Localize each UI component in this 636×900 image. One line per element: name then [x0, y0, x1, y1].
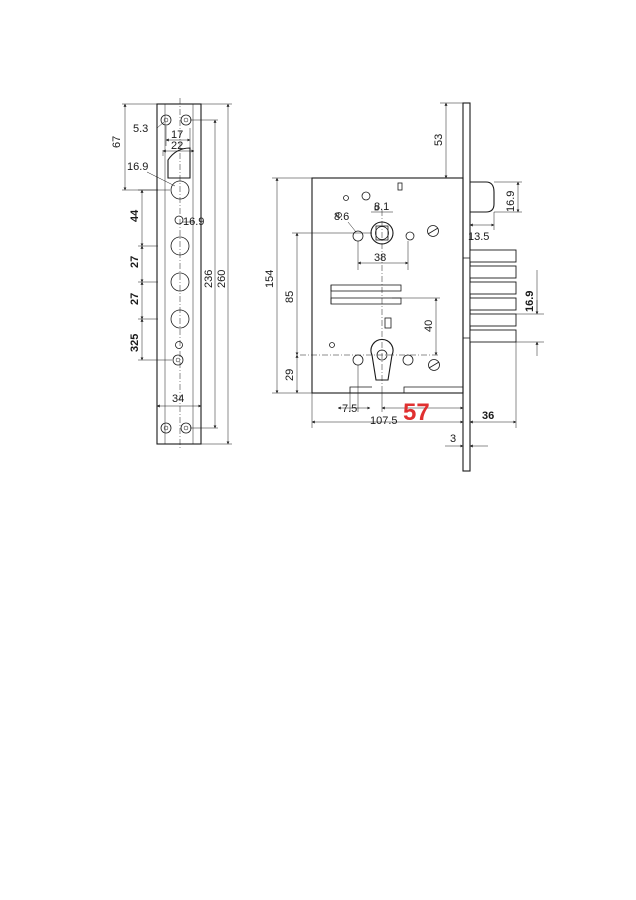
latch-opening	[167, 147, 191, 179]
slotted-screw-top	[427, 225, 439, 237]
bolts	[463, 249, 517, 343]
dim-40: 40	[423, 320, 435, 332]
dim-53: 53	[433, 134, 445, 146]
dim-22: 22	[171, 140, 183, 152]
dim-38: 38	[374, 252, 386, 264]
top-screw-hole-left	[160, 114, 172, 126]
slotted-screw-bottom	[428, 359, 440, 371]
dim-67: 67	[111, 136, 123, 148]
dim-34: 34	[172, 393, 184, 405]
bottom-screw-hole-left	[160, 422, 172, 434]
dim-17: 17	[171, 129, 183, 141]
dim-27-b: 27	[129, 293, 141, 305]
dim-8-6: 8.6	[334, 211, 349, 223]
dim-16-9-side: 16.9	[524, 291, 536, 312]
dim-236: 236	[203, 270, 215, 288]
dim-36: 36	[482, 410, 494, 422]
faceplate-view: 17 22 5.3 67 16.9 16.9 44 27 27 325	[111, 98, 232, 448]
dim-5-3: 5.3	[133, 123, 148, 135]
lock-body-view: 53 16.9 13.5 8.1 8.6 38 154 85 29	[264, 102, 544, 472]
faceplate-outline	[156, 103, 202, 445]
dim-154: 154	[264, 270, 276, 288]
bottom-screw-hole-right	[180, 422, 192, 434]
front-plate	[462, 102, 471, 472]
top-screw-hole-right	[180, 114, 192, 126]
dim-16-9-b: 16.9	[183, 216, 204, 228]
dim-29: 29	[284, 369, 296, 381]
dim-13-5: 13.5	[468, 231, 489, 243]
dim-16-9-a: 16.9	[127, 161, 148, 173]
dim-107-5: 107.5	[370, 415, 398, 427]
dim-57: 57	[403, 399, 430, 426]
dim-7-5: 7.5	[342, 403, 357, 415]
lock-case	[311, 177, 464, 394]
dim-3: 3	[450, 433, 456, 445]
dim-16-9-top: 16.9	[505, 191, 517, 212]
dim-8-1: 8.1	[374, 201, 389, 213]
dim-260: 260	[216, 270, 228, 288]
dim-325: 325	[129, 334, 141, 352]
latch-tongue	[470, 181, 495, 213]
dim-44: 44	[129, 209, 141, 222]
dim-85: 85	[284, 291, 296, 303]
dim-27-a: 27	[129, 256, 141, 268]
